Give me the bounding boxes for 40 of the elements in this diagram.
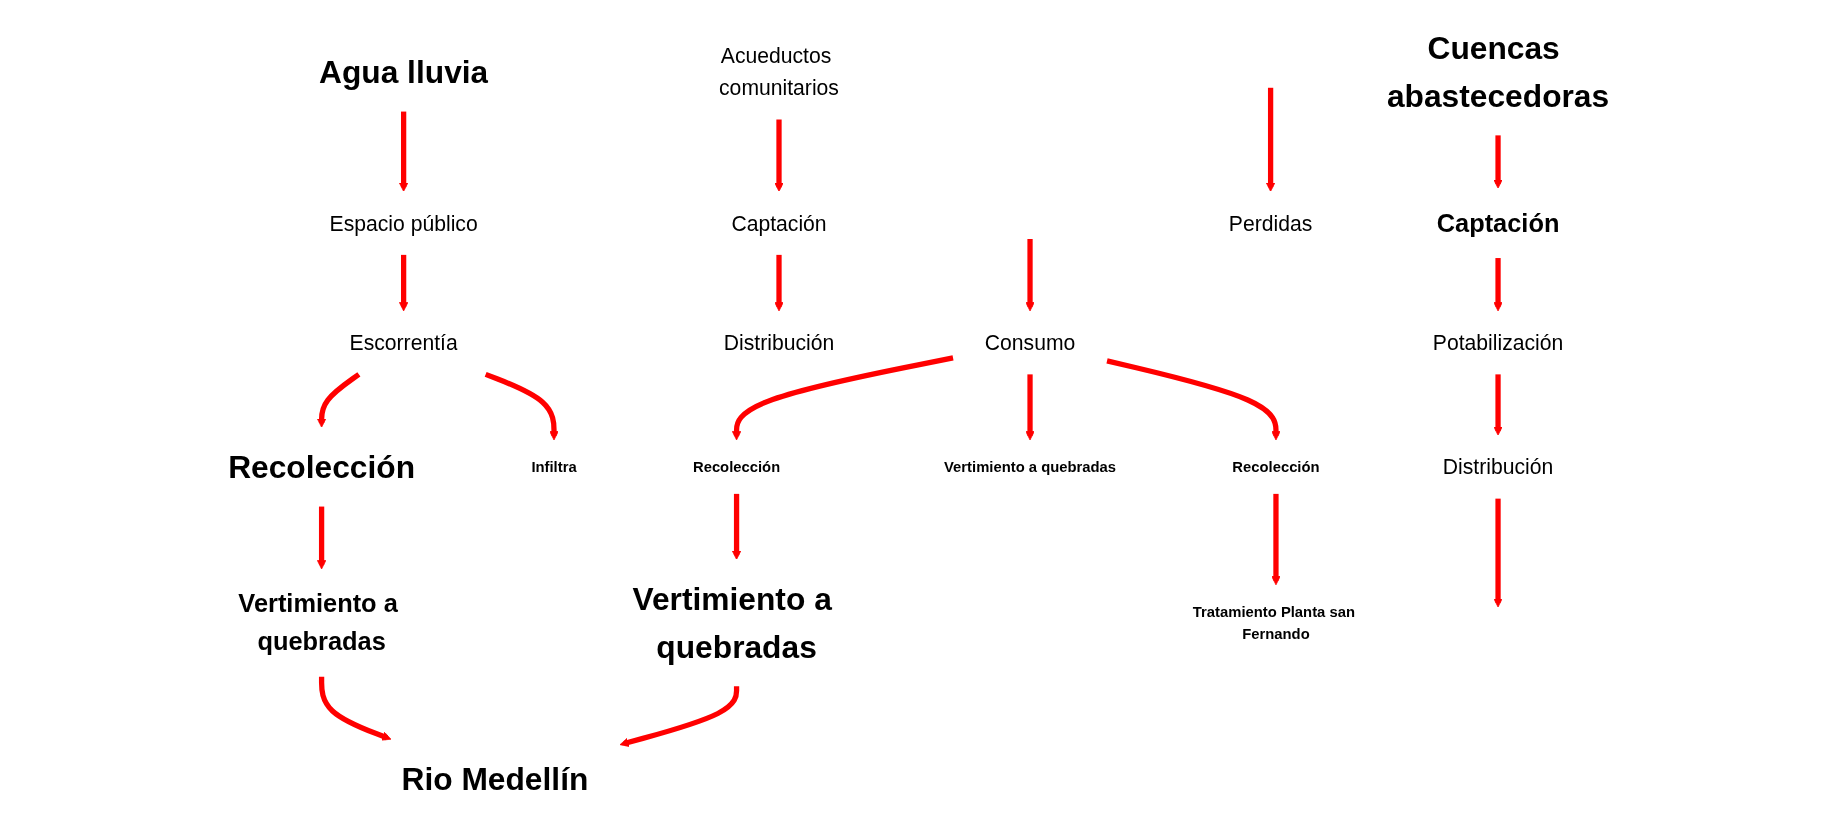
node-text: Escorrentía — [349, 331, 458, 355]
node-text: Captación — [1436, 208, 1560, 237]
node-text: Vertimiento a quebradas — [944, 457, 1117, 475]
arrow — [774, 119, 784, 192]
node-text: Tratamiento Planta san Fernando — [1192, 602, 1355, 642]
node-text: Vertimiento a quebradas — [632, 581, 832, 665]
node-text: Espacio público — [329, 211, 478, 235]
node-text: Distribución — [1442, 455, 1554, 479]
node-text: Captación — [731, 211, 827, 235]
arrow — [774, 254, 784, 312]
arrow — [1271, 493, 1281, 586]
arrow — [1265, 87, 1276, 192]
node-text: Recolección — [692, 457, 781, 475]
node-text: Consumo — [984, 331, 1076, 355]
node-text: Distribución — [723, 331, 835, 355]
node-text: Perdidas — [1228, 211, 1313, 235]
node-text: Acueductos comunitarios — [719, 44, 839, 100]
arrow — [1025, 239, 1035, 312]
arrow — [731, 355, 954, 441]
arrow — [1106, 358, 1281, 441]
arrow — [398, 254, 409, 312]
arrow — [318, 676, 392, 741]
node-text: Potabilización — [1432, 331, 1564, 355]
arrow — [1493, 258, 1503, 312]
arrow — [316, 372, 361, 428]
node-text: Cuencas abastecedoras — [1386, 30, 1610, 114]
arrow — [1493, 374, 1503, 436]
arrow — [398, 111, 409, 192]
node-text: Agua lluvia — [318, 54, 489, 90]
node-text: Infiltra — [531, 457, 577, 475]
node-text: Recolección — [1232, 457, 1320, 475]
node-text: Rio Medellín — [401, 761, 589, 797]
node-text: Vertimiento a quebradas — [238, 589, 398, 656]
arrow — [1493, 135, 1503, 189]
arrow — [731, 493, 742, 560]
node-text: Recolección — [228, 449, 416, 485]
arrow — [1025, 374, 1035, 441]
arrow — [316, 506, 327, 570]
arrow — [1493, 498, 1503, 608]
arrow — [484, 371, 559, 441]
